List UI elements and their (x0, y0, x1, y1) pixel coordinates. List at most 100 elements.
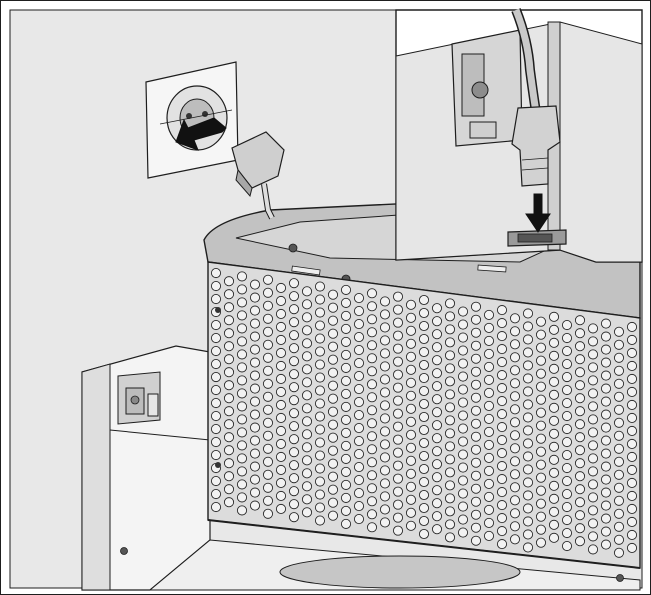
grille-hole (613, 404, 625, 415)
grille-hole (275, 490, 287, 502)
grille-hole (483, 322, 495, 333)
grille-hole (574, 471, 586, 482)
grille-hole (548, 441, 560, 452)
grille-hole (379, 478, 391, 489)
grille-hole (340, 414, 352, 425)
grille-hole (405, 312, 417, 323)
grille-hole (587, 349, 599, 360)
grille-hole (353, 293, 365, 304)
grille-hole (574, 393, 586, 404)
grille-hole (275, 451, 287, 463)
grille-hole (457, 527, 469, 538)
grille-hole (587, 401, 599, 412)
grille-hole (548, 337, 560, 348)
grille-hole (379, 413, 391, 424)
grille-hole (288, 330, 300, 341)
grille-hole (366, 340, 378, 351)
grille-hole (483, 452, 495, 463)
grille-hole (457, 358, 469, 369)
grille-hole (366, 457, 378, 468)
grille-hole (314, 307, 326, 318)
grille-hole (223, 406, 235, 417)
grille-hole (353, 319, 365, 330)
grille-hole (483, 335, 495, 346)
grille-hole (275, 503, 287, 515)
grille-hole (392, 291, 404, 302)
plug-icon (231, 131, 285, 220)
grille-hole (314, 320, 326, 331)
grille-hole (262, 430, 274, 441)
grille-hole (301, 351, 313, 362)
grille-hole (509, 443, 521, 454)
grille-hole (353, 358, 365, 369)
grille-hole (431, 316, 443, 327)
grille-hole (483, 426, 495, 437)
grille-hole (210, 345, 222, 357)
grille-hole (548, 454, 560, 465)
grille-hole (496, 500, 508, 511)
grille-hole (496, 539, 508, 550)
grille-hole (444, 428, 456, 439)
grille-hole (366, 444, 378, 455)
grille-hole (314, 385, 326, 396)
grille-hole (236, 401, 248, 412)
grille-hole (574, 380, 586, 391)
grille-hole (561, 488, 573, 500)
grille-hole (340, 375, 352, 386)
grille-hole (548, 389, 560, 400)
grille-hole (379, 335, 391, 346)
grille-hole (587, 362, 599, 373)
grille-hole (574, 328, 586, 339)
grille-hole (626, 477, 638, 489)
grille-hole (392, 304, 404, 315)
grille-hole (509, 352, 521, 363)
grille-hole (587, 518, 599, 529)
grille-hole (210, 397, 222, 409)
grille-hole (275, 321, 287, 333)
grille-hole (223, 276, 235, 287)
grille-hole (457, 475, 469, 486)
grille-hole (522, 451, 534, 462)
grille-hole (379, 439, 391, 450)
grille-hole (275, 464, 287, 476)
grille-hole (496, 409, 508, 420)
grille-hole (509, 417, 521, 428)
grille-hole (327, 458, 339, 469)
grille-hole (340, 479, 352, 490)
grille-hole (600, 422, 612, 433)
grille-hole (509, 378, 521, 389)
grille-hole (314, 294, 326, 305)
grille-hole (522, 373, 534, 384)
grille-hole (626, 438, 638, 450)
grille-hole (613, 417, 625, 428)
grille-hole (457, 488, 469, 499)
grille-hole (353, 514, 365, 525)
grille-hole (470, 535, 482, 546)
grille-hole (405, 390, 417, 401)
grille-hole (613, 391, 625, 402)
grille-hole (236, 453, 248, 464)
grille-hole (353, 488, 365, 499)
grille-hole (262, 443, 274, 454)
grille-hole (626, 347, 638, 359)
grille-hole (600, 435, 612, 446)
grille-hole (327, 315, 339, 326)
grille-hole (600, 409, 612, 420)
grille-hole (262, 378, 274, 389)
grille-hole (548, 467, 560, 478)
grille-hole (561, 436, 573, 448)
grille-hole (457, 306, 469, 317)
grille-hole (288, 369, 300, 380)
grille-hole (574, 315, 586, 326)
grille-hole (249, 370, 261, 381)
grille-hole (587, 336, 599, 347)
grille-hole (613, 469, 625, 480)
grille-hole (496, 461, 508, 472)
grille-hole (587, 440, 599, 451)
grille-hole (223, 471, 235, 482)
grille-hole (444, 311, 456, 322)
grille-hole (561, 397, 573, 409)
grille-hole (353, 449, 365, 460)
grille-hole (509, 404, 521, 415)
